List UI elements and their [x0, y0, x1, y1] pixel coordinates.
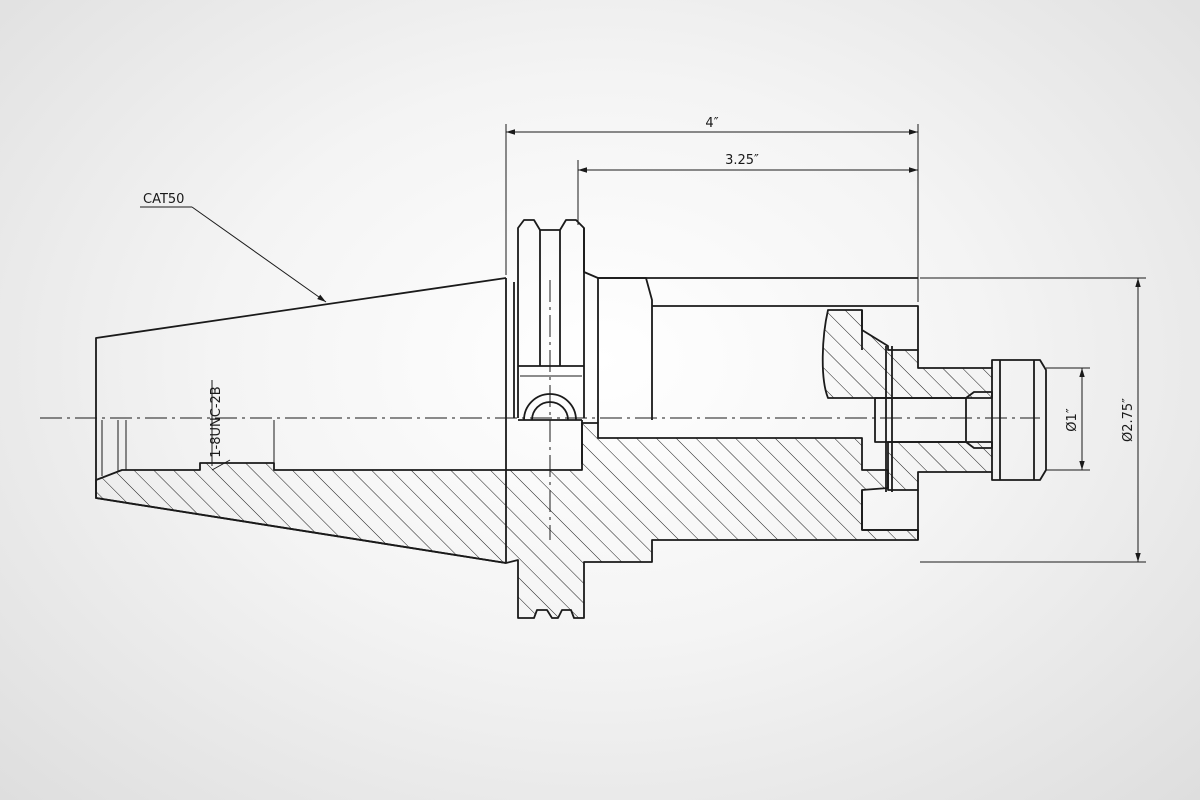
thread-leader [211, 459, 231, 471]
drive-slot-arc [523, 393, 577, 421]
taper-outline [95, 277, 507, 564]
dim-bore-diameter-text: Ø1″ [1065, 408, 1080, 432]
dim-gauge-length-text: 3.25″ [725, 153, 759, 168]
neck-upper-outline [598, 277, 653, 420]
lower-wall-section-hatch [887, 441, 993, 491]
thread-callout-text: 1-8UNC-2B [209, 386, 224, 457]
upper-wall-section-hatch [821, 309, 993, 399]
taper-callout-text: CAT50 [143, 192, 184, 207]
collet-bore-step [965, 391, 993, 449]
v-flange-outline [517, 219, 585, 418]
drive-slot-arc-inner [531, 401, 569, 421]
cat50-leader [191, 206, 327, 303]
collet-bore-outline [874, 397, 967, 443]
dim-body-diameter-text: Ø2.75″ [1121, 398, 1136, 442]
body-upper-outline [583, 228, 918, 279]
dim-overall-length-text: 4″ [705, 116, 718, 131]
body-step-upper [652, 305, 919, 350]
